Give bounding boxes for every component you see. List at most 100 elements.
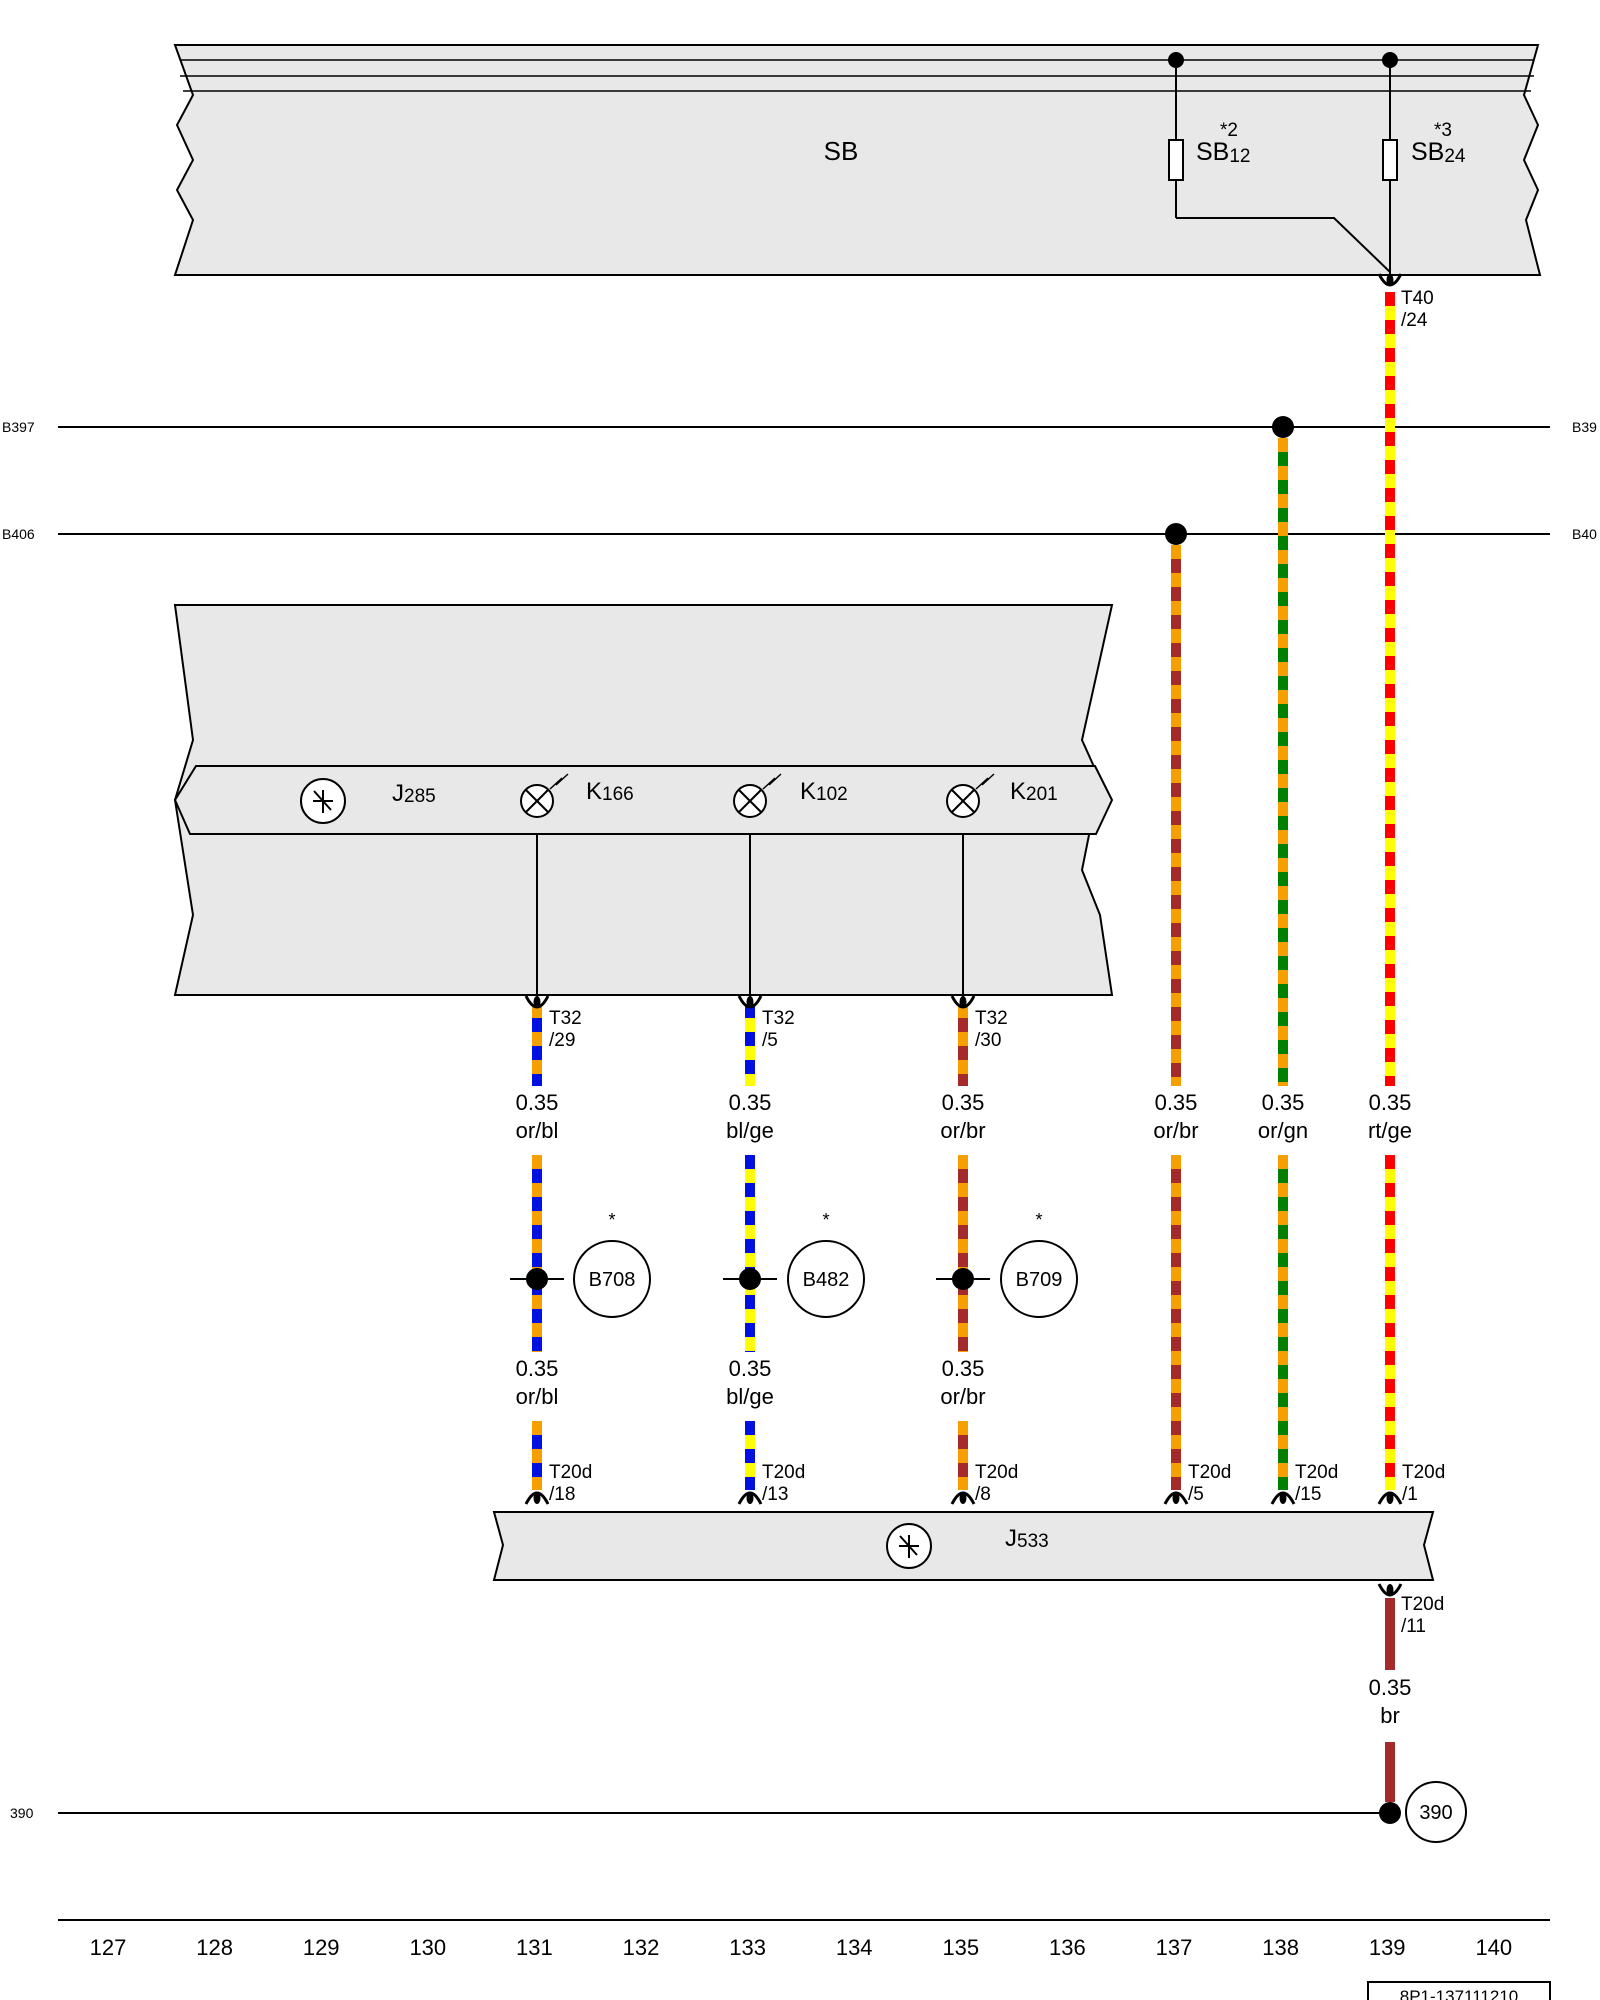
- fuse-sb12-icon: [1168, 139, 1184, 181]
- ruler-number: 138: [1262, 1935, 1299, 1960]
- connector-pin-icon: [737, 1491, 763, 1505]
- k201-label: K201: [1010, 778, 1058, 805]
- wire-w135a: [958, 1004, 968, 1086]
- ruler-number: 136: [1049, 1935, 1086, 1960]
- pin-label-t20d-18: T20d/18: [549, 1462, 592, 1505]
- ruler-number: 134: [836, 1935, 873, 1960]
- ruler-number: 131: [516, 1935, 553, 1960]
- bus-b406-label-right: B40: [1572, 526, 1597, 542]
- ruler-number: 128: [196, 1935, 233, 1960]
- gateway-icon: [300, 778, 346, 824]
- wire-w131a: [532, 1004, 542, 1086]
- splice-b709: B709 *: [936, 1210, 1078, 1318]
- wire-w133a: [745, 1004, 755, 1086]
- bus-junction-dot: [1272, 416, 1294, 438]
- ruler-number: 127: [90, 1935, 127, 1960]
- connector-pin-icon: [737, 995, 763, 1009]
- ruler-number: 133: [729, 1935, 766, 1960]
- ruler-number: 129: [303, 1935, 340, 1960]
- wire-w139: [1385, 1155, 1395, 1490]
- pin-label-t20d-8: T20d/8: [975, 1462, 1018, 1505]
- splice-b708: B708 *: [510, 1210, 651, 1318]
- wires-layer: [532, 292, 1395, 1802]
- splice-b709-note: *: [1035, 1210, 1042, 1230]
- instrument-cluster-band: [173, 765, 1114, 835]
- pin-label-t32-5: T32/5: [762, 1008, 795, 1051]
- warning-lamp-icon: [733, 773, 782, 818]
- fuse-sb24-label: SB24: [1411, 138, 1466, 167]
- wire-w131a: [532, 1155, 542, 1352]
- wire-w139g: [1385, 1598, 1395, 1670]
- gateway-icon: [886, 1523, 932, 1569]
- connector-pin-icon: [1163, 1491, 1189, 1505]
- splice-b482: B482 *: [723, 1210, 865, 1318]
- ruler-number: 139: [1369, 1935, 1406, 1960]
- wire-w135a: [958, 1421, 968, 1490]
- fuse-sb12-note: *2: [1220, 120, 1238, 141]
- bus-junction-dot: [1165, 523, 1187, 545]
- splice-b708-note: *: [608, 1210, 615, 1230]
- gateway-j533-module: [492, 1511, 1435, 1581]
- connector-pin-icon: [1377, 1583, 1403, 1597]
- wire-w131a: [532, 1421, 542, 1490]
- pin-label-t40-24: T40/24: [1401, 288, 1434, 331]
- bus-b406-label-left: B406: [2, 526, 35, 542]
- splice-b708-label: B708: [589, 1269, 636, 1291]
- splice-b709-label: B709: [1016, 1269, 1063, 1291]
- bus-b397-label-right: B39: [1572, 419, 1597, 435]
- wire-w137: [1171, 545, 1181, 1086]
- warning-lamp-icon: [946, 773, 995, 818]
- doc-id: 8P1-137111210: [1400, 1987, 1518, 2000]
- connector-pin-icon: [524, 1491, 550, 1505]
- connector-pin-icon: [1377, 273, 1403, 287]
- connector-pin-icon: [950, 1491, 976, 1505]
- wire-w137: [1171, 1155, 1181, 1490]
- ground-390-label-left: 390: [10, 1805, 34, 1821]
- doc-id-box: [1367, 1981, 1551, 2000]
- wire-w135a: [958, 1155, 968, 1352]
- j285-label: J285: [392, 780, 436, 807]
- ruler-number: 137: [1156, 1935, 1193, 1960]
- wire-w138: [1278, 438, 1288, 1086]
- fuse-sb12-label: SB12: [1196, 138, 1251, 167]
- warning-lamp-icon: [520, 773, 569, 818]
- connector-pin-icon: [524, 995, 550, 1009]
- j533-label: J533: [1005, 1525, 1049, 1552]
- splice-b482-note: *: [822, 1210, 829, 1230]
- splice-b482-label: B482: [803, 1269, 850, 1291]
- fuse-sb24-icon: [1382, 139, 1398, 181]
- connector-pin-icon: [1270, 1491, 1296, 1505]
- sb-label: SB: [824, 136, 859, 166]
- ruler-number: 140: [1475, 1935, 1512, 1960]
- ruler-number: 135: [942, 1935, 979, 1960]
- fuse-sb12-route: [1176, 217, 1391, 273]
- k166-label: K166: [586, 778, 634, 805]
- ground-point-390: 390: [1405, 1781, 1467, 1843]
- wire-w138: [1278, 1155, 1288, 1490]
- wire-w139: [1385, 292, 1395, 1086]
- pin-label-t32-30: T32/30: [975, 1008, 1008, 1051]
- pin-label-t20d-1: T20d/1: [1402, 1462, 1445, 1505]
- pin-label-t20d-11: T20d/11: [1401, 1594, 1444, 1637]
- pin-label-t32-29: T32/29: [549, 1008, 582, 1051]
- pin-label-t20d-13: T20d/13: [762, 1462, 805, 1505]
- connectors-layer: [524, 273, 1403, 1597]
- ground-point-390-label: 390: [1419, 1802, 1452, 1824]
- ground-junction-dot: [1379, 1802, 1401, 1824]
- pin-label-t20d-5: T20d/5: [1188, 1462, 1231, 1505]
- connector-pin-icon: [1377, 1491, 1403, 1505]
- connector-pin-icon: [950, 995, 976, 1009]
- bus-b397-label-left: B397: [2, 419, 35, 435]
- fuse-sb24-note: *3: [1434, 120, 1452, 141]
